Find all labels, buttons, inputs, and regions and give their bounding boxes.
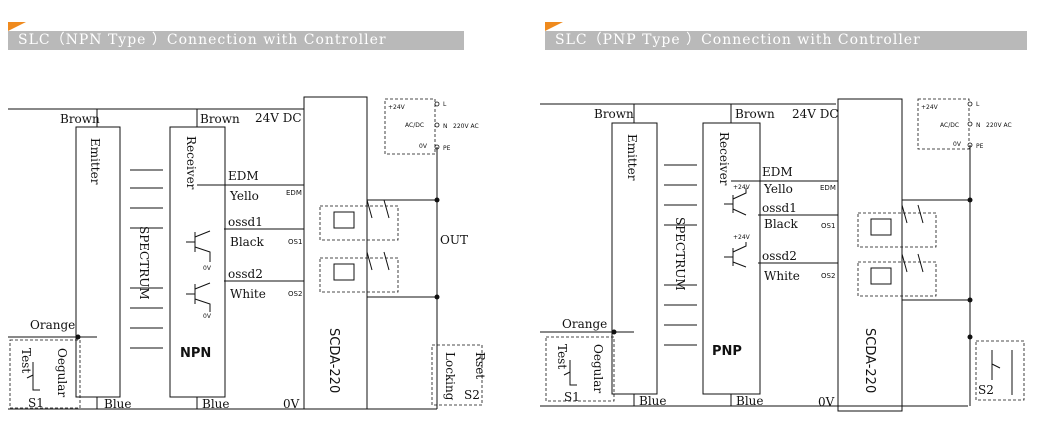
emitter-label: Emitter (88, 138, 102, 185)
edm-wire-label: EDM (228, 169, 259, 183)
oegular-label: Oegular (55, 348, 69, 397)
acdc-label: AC/DC (405, 122, 424, 129)
n-label: N (976, 122, 981, 129)
left-title-text: SLC（NPN Type ）Connection with Controller (18, 32, 387, 48)
controller-label: SCDA-220 (326, 328, 341, 393)
relay-1 (319, 205, 399, 241)
edm-wire-label: EDM (762, 165, 793, 179)
emitter-box (75, 126, 121, 398)
pe-label: PE (976, 143, 984, 150)
zero-v-2: 0V (203, 313, 212, 320)
emitter-blue-label: Blue (639, 394, 667, 408)
receiver-blue-label: Blue (202, 397, 230, 411)
s1-label: S1 (28, 396, 44, 410)
receiver-label: Receiver (717, 132, 731, 186)
relay-1 (857, 212, 937, 248)
l-label: L (443, 101, 447, 108)
relay-2 (857, 261, 937, 297)
test-label: Test (555, 344, 569, 369)
emitter-brown-label: Brown (594, 107, 634, 121)
s2-switch (975, 340, 1025, 401)
acdc-label: AC/DC (940, 122, 959, 129)
ac-label: 220V AC (453, 123, 479, 130)
controller-label: SCDA-220 (862, 328, 877, 393)
ov-small-label: 0V (953, 141, 962, 148)
zero-v-1: 0V (203, 265, 212, 272)
emitter-blue-label: Blue (104, 397, 132, 411)
p24-label: +24V (388, 104, 406, 111)
spectrum-label: SPECTRUM (137, 226, 151, 300)
edm-terminal-label: EDM (286, 189, 302, 197)
npn-diagram: Brown Emitter Brown Receiver NPN SPECTRU… (8, 96, 487, 411)
emitter-label: Emitter (625, 134, 639, 181)
right-title-text: SLC（PNP Type ）Connection with Controller (555, 32, 921, 48)
yello-label: Yello (229, 189, 259, 203)
pnp-type-label: PNP (712, 344, 742, 359)
ov-label: 0V (818, 395, 835, 409)
ossd2-label: ossd2 (762, 249, 797, 263)
white-label: White (764, 269, 800, 283)
p24-a: +24V (733, 184, 751, 191)
relay-2 (319, 257, 399, 293)
n-label: N (443, 123, 448, 130)
edm-terminal-label: EDM (820, 184, 836, 192)
emitter-brown-label: Brown (60, 112, 100, 126)
rset-label: Rset (473, 352, 487, 379)
os2-label: OS2 (288, 290, 302, 298)
vdc-label: 24V DC (255, 111, 302, 125)
receiver-brown-label: Brown (200, 112, 240, 126)
s1-switch (9, 339, 81, 409)
s2-switch (431, 344, 483, 406)
s1-switch (545, 336, 615, 402)
white-label: White (230, 287, 266, 301)
s2-label: S2 (464, 388, 480, 402)
ov-label: 0V (283, 397, 300, 411)
ossd1-label: ossd1 (762, 201, 797, 215)
black-label: Black (764, 217, 799, 231)
p24-b: +24V (733, 234, 751, 241)
test-label: Test (19, 348, 33, 373)
vdc-label: 24V DC (792, 107, 839, 121)
os1-label: OS1 (821, 222, 835, 230)
p24-label: +24V (921, 104, 939, 111)
receiver-blue-label: Blue (736, 394, 764, 408)
ac-label: 220V AC (986, 122, 1012, 129)
transistor-1 (724, 188, 747, 216)
title-accent-icon (8, 22, 26, 31)
orange-label: Orange (30, 318, 75, 332)
transistor-2 (186, 282, 211, 312)
s1-label: S1 (564, 390, 580, 404)
beam-arrows (664, 164, 697, 346)
transistor-2 (724, 242, 747, 268)
os2-label: OS2 (821, 272, 835, 280)
title-accent-icon (545, 22, 563, 31)
oegular-label: Oegular (591, 344, 605, 393)
receiver-brown-label: Brown (735, 107, 775, 121)
locking-label: Locking (443, 352, 457, 401)
os1-label: OS1 (288, 238, 302, 246)
yello-label: Yello (763, 182, 793, 196)
beam-arrows (130, 169, 163, 349)
spectrum-label: SPECTRUM (673, 217, 687, 291)
black-label: Black (230, 235, 265, 249)
npn-type-label: NPN (180, 346, 211, 361)
l-label: L (976, 101, 980, 108)
s2-label: S2 (978, 383, 994, 397)
pe-label: PE (443, 145, 451, 152)
power-supply (384, 98, 436, 155)
ov-small-label: 0V (419, 143, 428, 150)
orange-label: Orange (562, 317, 607, 331)
transistor-1 (186, 230, 211, 262)
pnp-diagram: Brown Emitter Brown Receiver PNP SPECTRU… (540, 98, 1025, 412)
right-diagram-title: SLC（PNP Type ）Connection with Controller (545, 22, 1027, 50)
left-diagram-title: SLC（NPN Type ）Connection with Controller (8, 22, 464, 50)
ossd2-label: ossd2 (228, 267, 263, 281)
receiver-label: Receiver (184, 136, 198, 190)
ossd1-label: ossd1 (228, 215, 263, 229)
out-label: OUT (440, 233, 468, 247)
